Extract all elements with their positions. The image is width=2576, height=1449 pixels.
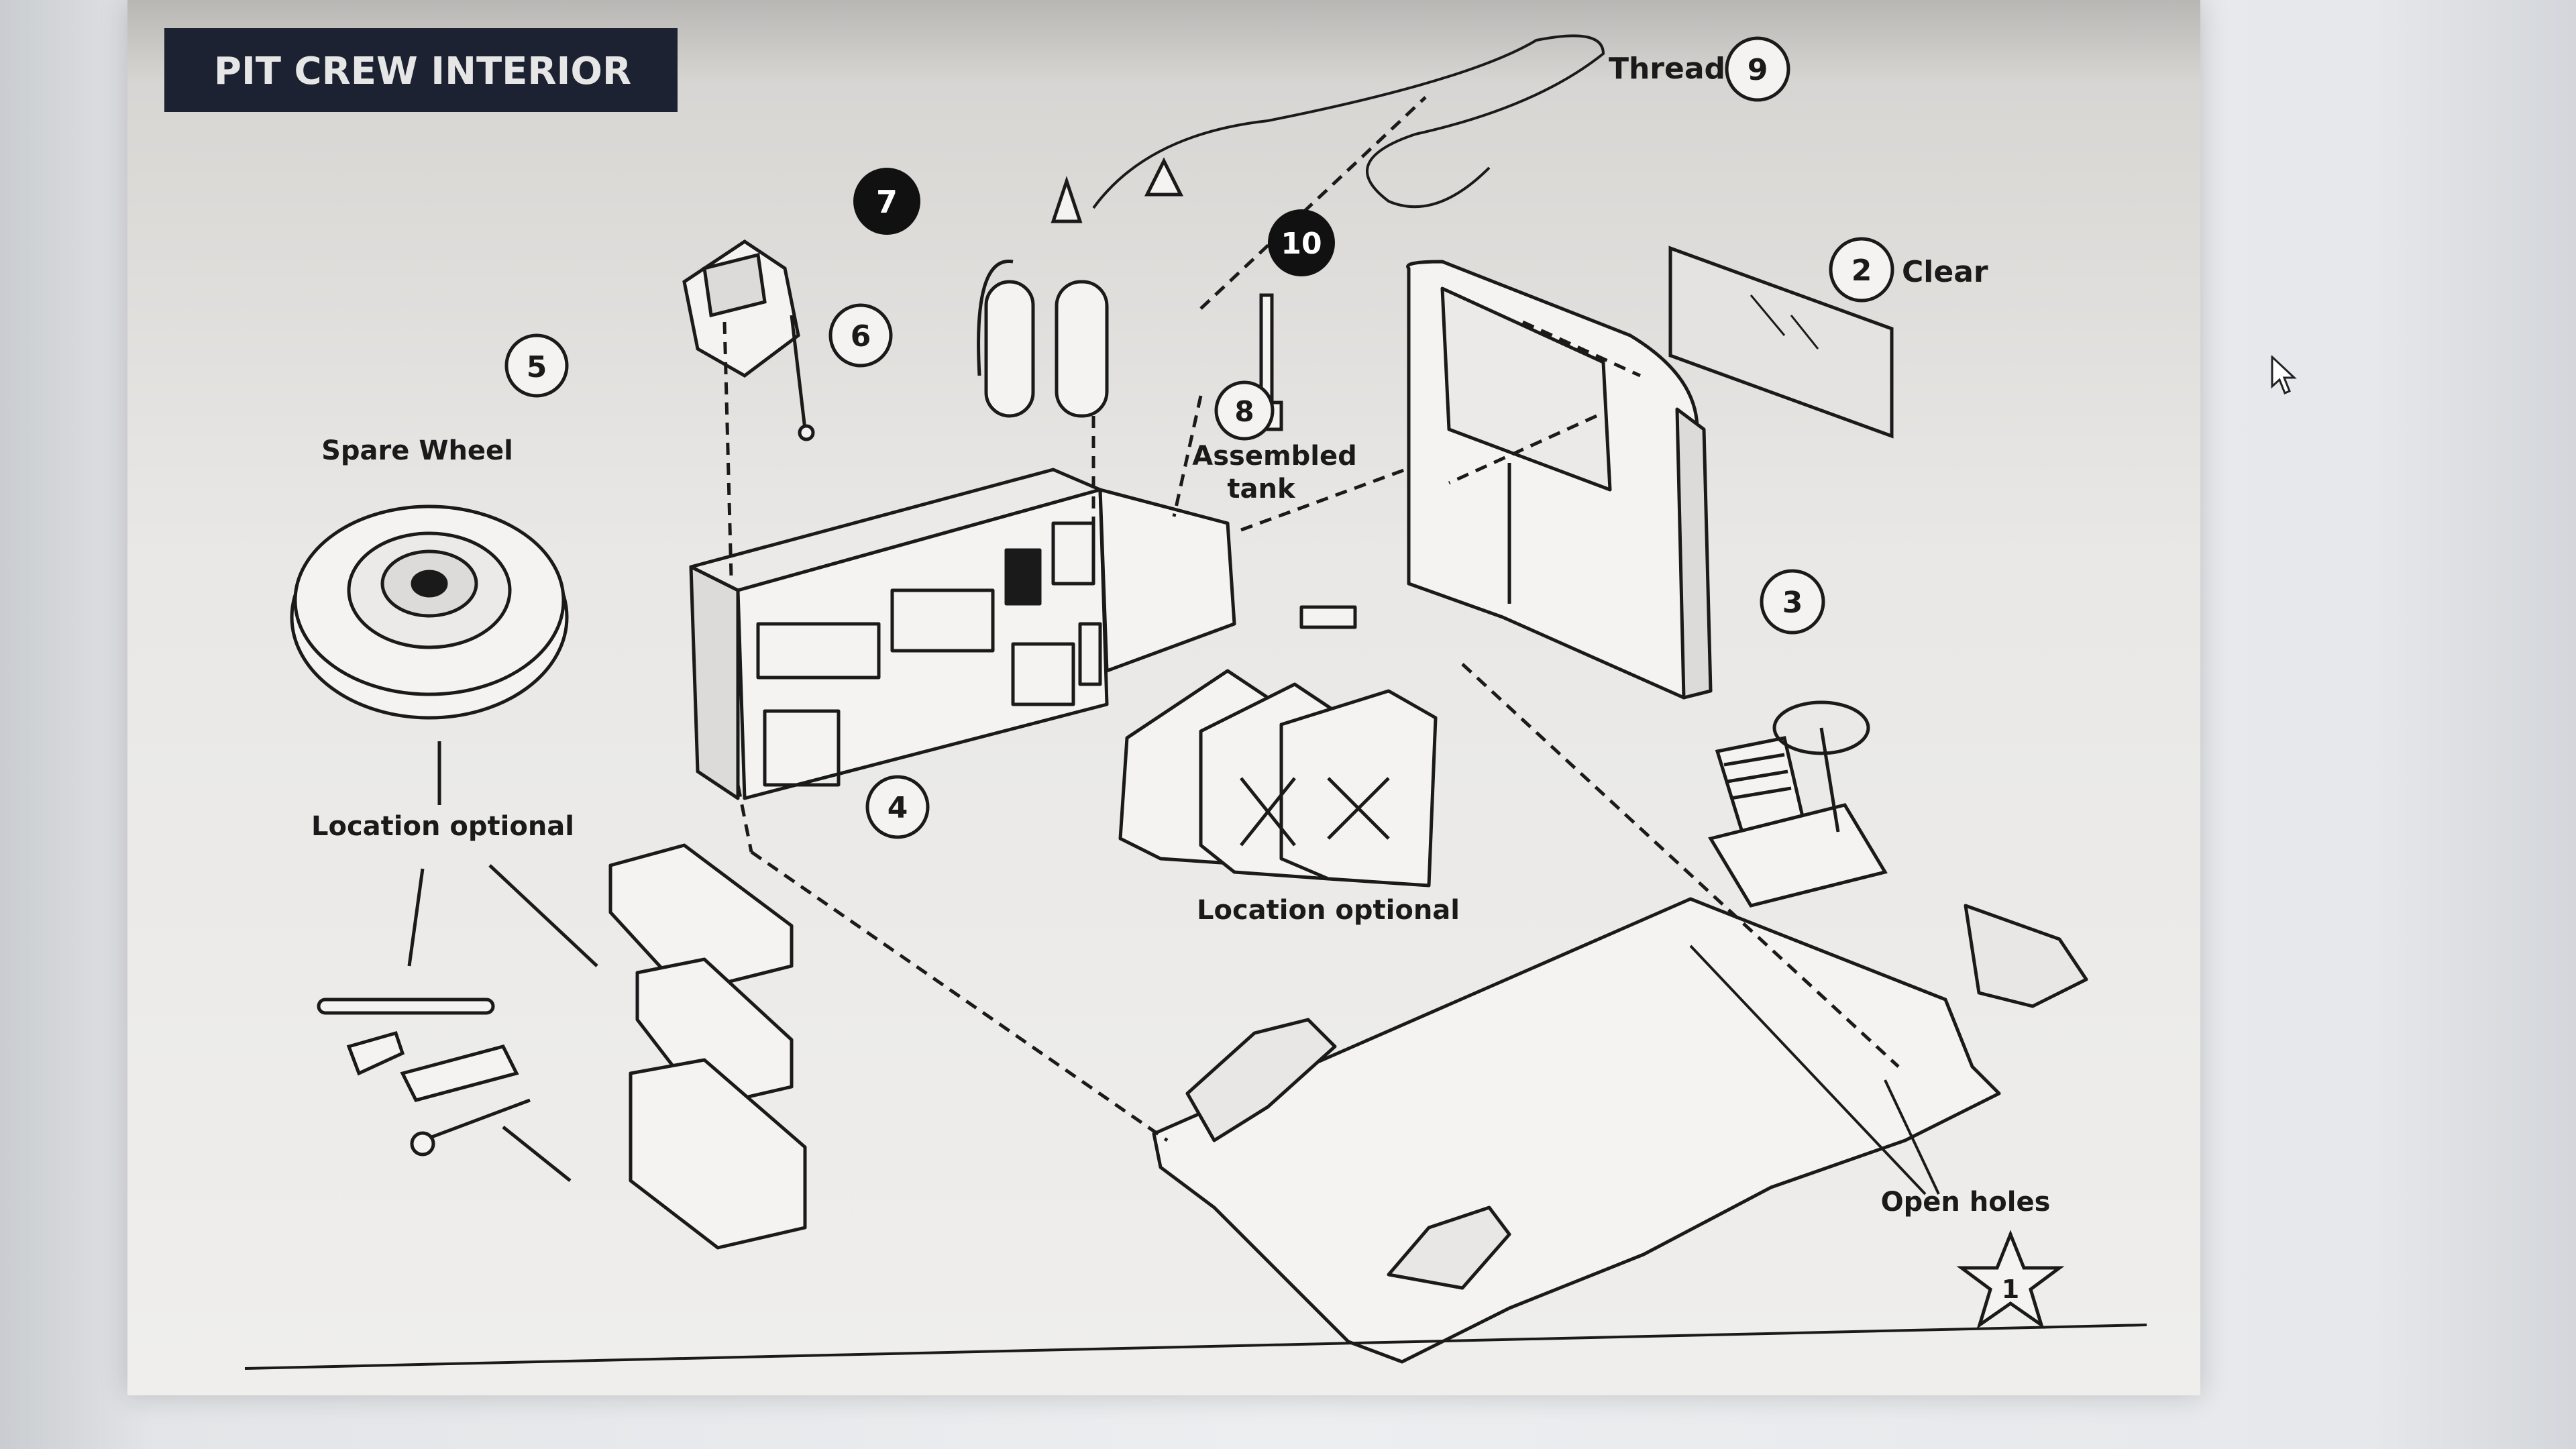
location-optional-left-label: Location optional — [311, 811, 574, 842]
title-text: PIT CREW INTERIOR — [214, 50, 631, 93]
callout-7: 7 — [853, 168, 920, 235]
toolbox — [608, 843, 807, 1250]
spare-wheel-label: Spare Wheel — [321, 435, 513, 466]
callout-2-number: 2 — [1851, 254, 1872, 288]
callout-5: 1 5 — [504, 333, 569, 398]
callout-6: 6 — [828, 303, 893, 368]
callout-3-number: 3 — [1782, 586, 1803, 620]
thread-label: Thread — [1609, 52, 1725, 86]
hand-tools — [317, 998, 572, 1182]
clear-window-part — [1668, 246, 1894, 439]
assembled-tank-label-line2: tank — [1227, 474, 1296, 504]
floor-plate — [1152, 897, 2088, 1364]
assembled-tank-label-line1: Assembled — [1192, 441, 1357, 472]
driver-seat — [1708, 700, 1888, 908]
sheet-bottom-rule — [244, 1324, 2147, 1370]
workbench-cabinet — [689, 468, 1236, 800]
location-optional-center-label: Location optional — [1197, 895, 1460, 926]
callout-1-number: 1 — [2002, 1275, 2019, 1304]
callout-7-number: 7 — [876, 184, 898, 220]
callout-5-number: 5 — [527, 350, 547, 384]
jerry-cans — [1118, 605, 1438, 888]
callout-3: 3 — [1760, 569, 1825, 635]
star-icon — [1956, 1230, 2065, 1330]
callout-8-number: 8 — [1234, 395, 1254, 428]
callout-9: 9 — [1725, 36, 1790, 102]
leader-line — [1689, 945, 1927, 1195]
arrows — [407, 864, 598, 967]
callout-10: 10 — [1268, 209, 1335, 276]
bench-vise — [682, 239, 815, 441]
cursor-arrow-icon — [2271, 356, 2297, 394]
assembly-dashed-lines — [722, 96, 1900, 1142]
rear-wall-panel — [1406, 260, 1713, 700]
leader-line — [1884, 1079, 1940, 1195]
title-banner: PIT CREW INTERIOR — [164, 28, 678, 112]
gas-tanks — [977, 157, 1283, 431]
thread-line — [1092, 34, 1605, 209]
instruction-sheet: PIT CREW INTERIOR Open holes — [127, 0, 2200, 1395]
callout-4-number: 4 — [888, 791, 908, 825]
assembly-diagram: PIT CREW INTERIOR Open holes — [164, 28, 2147, 1370]
open-holes-label: Open holes — [1881, 1187, 2051, 1218]
callout-6-number: 6 — [851, 319, 871, 354]
callout-9-number: 9 — [1748, 53, 1768, 87]
callout-4: 4 — [865, 775, 930, 839]
clear-label: Clear — [1902, 255, 1988, 289]
callout-8: 8 — [1214, 380, 1275, 441]
callout-1-star: 1 — [1956, 1230, 2065, 1330]
callout-2: 2 — [1829, 237, 1894, 303]
spare-wheel — [290, 504, 569, 720]
callout-10-number: 10 — [1281, 227, 1322, 261]
